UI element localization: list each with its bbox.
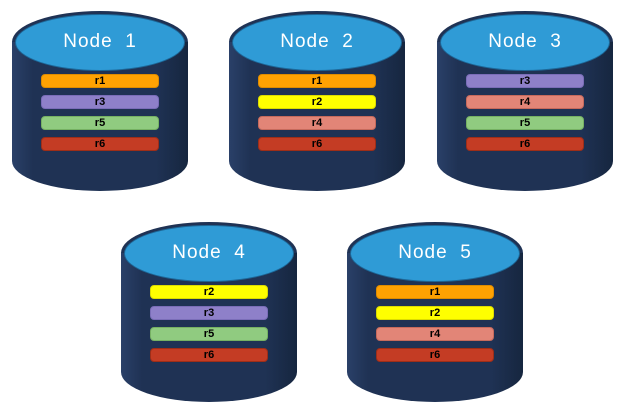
node-top-ellipse: Node 1	[15, 14, 185, 71]
replica-bar-r6: r6	[150, 348, 268, 362]
replica-bar-r6: r6	[376, 348, 494, 362]
replica-bar-r6: r6	[258, 137, 376, 151]
node-title: Node 3	[488, 30, 562, 52]
replica-label: r6	[519, 137, 531, 150]
node-cylinder-1: Node 1 r1 r3 r5 r6	[12, 11, 188, 191]
replica-bar-r3: r3	[150, 306, 268, 320]
replica-bar-r3: r3	[41, 95, 159, 109]
replica-bar-r1: r1	[258, 74, 376, 88]
replica-label: r3	[519, 74, 531, 87]
replica-bar-r4: r4	[466, 95, 584, 109]
replica-label: r5	[519, 116, 531, 129]
node-title: Node 1	[63, 30, 137, 52]
replica-bar-r2: r2	[258, 95, 376, 109]
replica-label: r4	[519, 95, 531, 108]
replica-label: r3	[94, 95, 106, 108]
replica-bar-r2: r2	[150, 285, 268, 299]
replica-label: r4	[311, 116, 323, 129]
node-top-ellipse: Node 3	[440, 14, 610, 71]
replica-label: r6	[429, 348, 441, 361]
replica-bar-r4: r4	[376, 327, 494, 341]
node-top-ellipse: Node 4	[124, 225, 294, 282]
node-cylinder-5: Node 5 r1 r2 r4 r6	[347, 222, 523, 402]
replica-label: r4	[429, 327, 441, 340]
node-cylinder-4: Node 4 r2 r3 r5 r6	[121, 222, 297, 402]
replica-bar-r3: r3	[466, 74, 584, 88]
replica-bar-r5: r5	[150, 327, 268, 341]
replica-label: r1	[429, 285, 441, 298]
replica-label: r2	[203, 285, 215, 298]
replica-list: r1 r2 r4 r6	[376, 285, 494, 362]
replica-list: r3 r4 r5 r6	[466, 74, 584, 151]
replica-label: r2	[311, 95, 323, 108]
node-cylinder-2: Node 2 r1 r2 r4 r6	[229, 11, 405, 191]
replica-label: r3	[203, 306, 215, 319]
replica-bar-r1: r1	[41, 74, 159, 88]
replica-bar-r5: r5	[466, 116, 584, 130]
replica-label: r5	[94, 116, 106, 129]
node-title: Node 2	[280, 30, 354, 52]
replica-bar-r6: r6	[466, 137, 584, 151]
replica-label: r1	[311, 74, 323, 87]
replica-label: r5	[203, 327, 215, 340]
replica-list: r1 r2 r4 r6	[258, 74, 376, 151]
replica-label: r6	[311, 137, 323, 150]
node-top-ellipse: Node 5	[350, 225, 520, 282]
replica-label: r6	[203, 348, 215, 361]
replica-bar-r5: r5	[41, 116, 159, 130]
replica-list: r1 r3 r5 r6	[41, 74, 159, 151]
replica-label: r1	[94, 74, 106, 87]
node-cylinder-3: Node 3 r3 r4 r5 r6	[437, 11, 613, 191]
replica-list: r2 r3 r5 r6	[150, 285, 268, 362]
replica-bar-r1: r1	[376, 285, 494, 299]
node-title: Node 5	[398, 241, 472, 263]
replica-label: r2	[429, 306, 441, 319]
replica-bar-r4: r4	[258, 116, 376, 130]
node-top-ellipse: Node 2	[232, 14, 402, 71]
node-title: Node 4	[172, 241, 246, 263]
replica-bar-r6: r6	[41, 137, 159, 151]
replica-label: r6	[94, 137, 106, 150]
replica-bar-r2: r2	[376, 306, 494, 320]
